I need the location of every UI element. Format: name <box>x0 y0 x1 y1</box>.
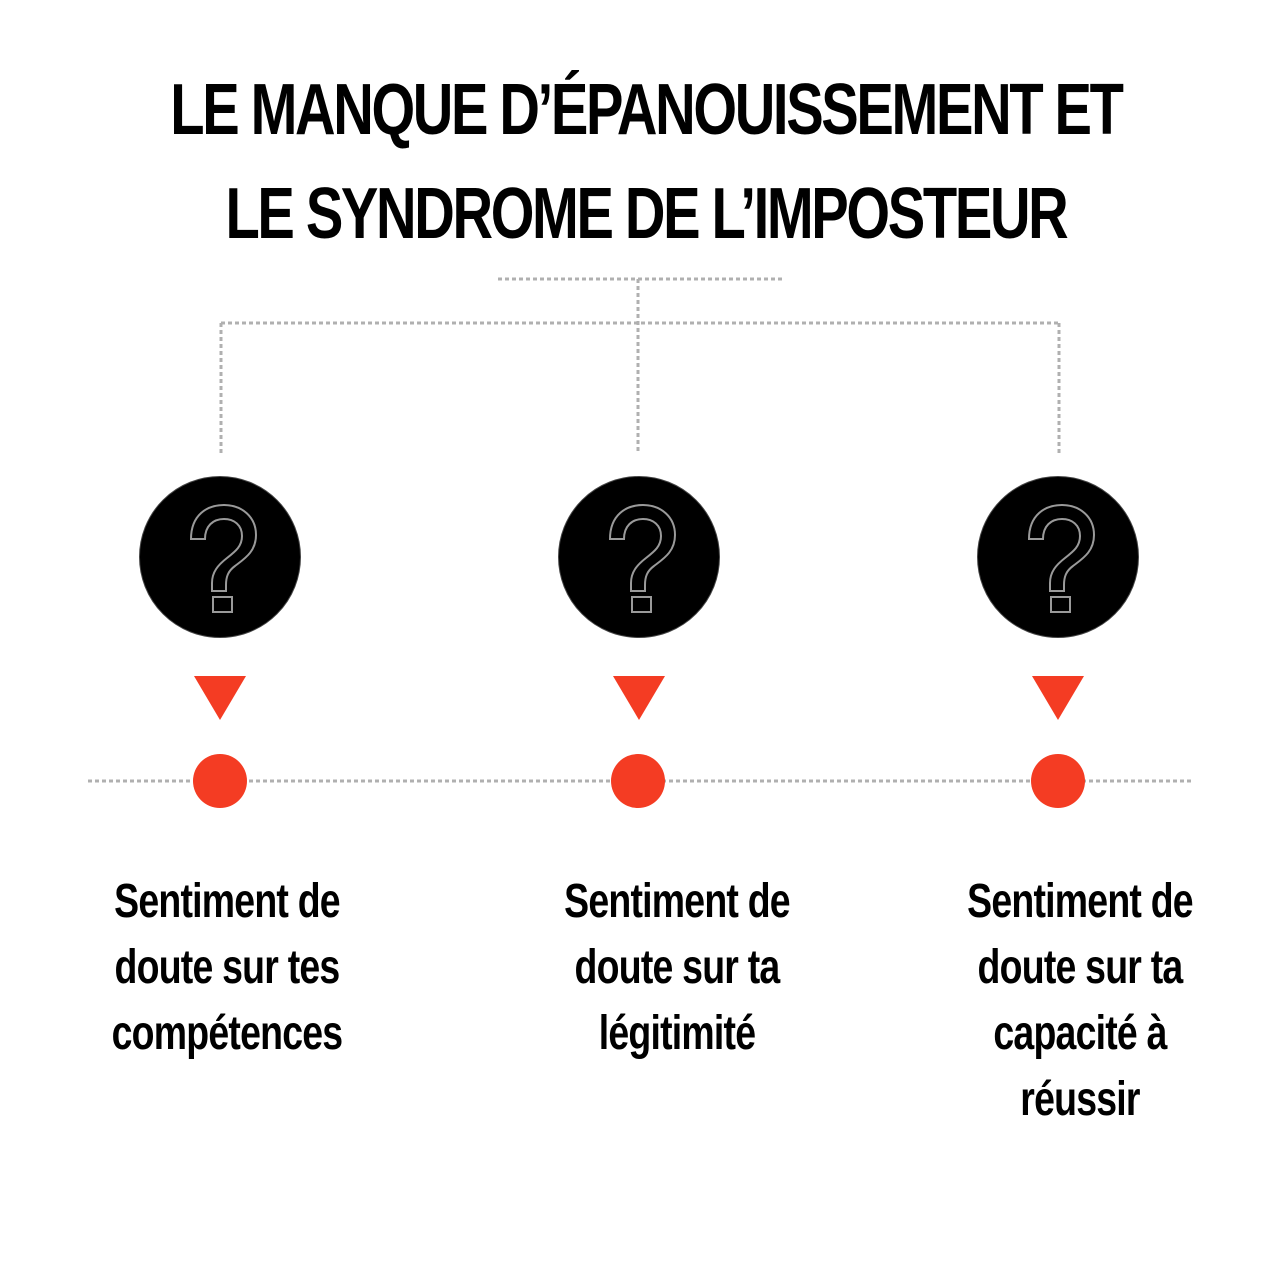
label-1-line-3: compétences <box>111 1007 344 1060</box>
timeline-dot-3 <box>1031 754 1085 808</box>
node-label-1: Sentiment de doute sur tes compétences <box>87 869 368 1067</box>
node-label-3: Sentiment de doute sur ta capacité à réu… <box>940 869 1221 1133</box>
timeline-dot-1 <box>193 754 247 808</box>
question-mark-icon <box>1027 503 1096 613</box>
label-3-line-4: réussir <box>1020 1073 1140 1126</box>
arrow-down-1 <box>194 676 246 720</box>
label-3-line-3: capacité à <box>993 1007 1167 1060</box>
title-line-1: LE MANQUE D’ÉPANOUISSEMENT ET <box>170 70 1124 150</box>
question-mark-icon <box>608 503 677 613</box>
timeline-dot-2 <box>611 754 665 808</box>
node-circle-3 <box>977 476 1139 638</box>
label-1-line-2: doute sur tes <box>114 941 341 994</box>
label-2-line-3: légitimité <box>598 1007 756 1060</box>
label-2-line-1: Sentiment de <box>564 875 791 928</box>
node-circle-2 <box>558 476 720 638</box>
label-3-line-2: doute sur ta <box>977 941 1184 994</box>
node-circle-1 <box>139 476 301 638</box>
label-2-line-2: doute sur ta <box>574 941 781 994</box>
question-mark-icon <box>189 503 258 613</box>
node-label-2: Sentiment de doute sur ta légitimité <box>537 869 818 1067</box>
arrow-down-3 <box>1032 676 1084 720</box>
label-3-line-1: Sentiment de <box>967 875 1194 928</box>
arrow-down-2 <box>613 676 665 720</box>
diagram-title: LE MANQUE D’ÉPANOUISSEMENT ET LE SYNDROM… <box>147 58 1145 266</box>
label-1-line-1: Sentiment de <box>114 875 341 928</box>
title-line-2: LE SYNDROME DE L’IMPOSTEUR <box>225 174 1068 254</box>
